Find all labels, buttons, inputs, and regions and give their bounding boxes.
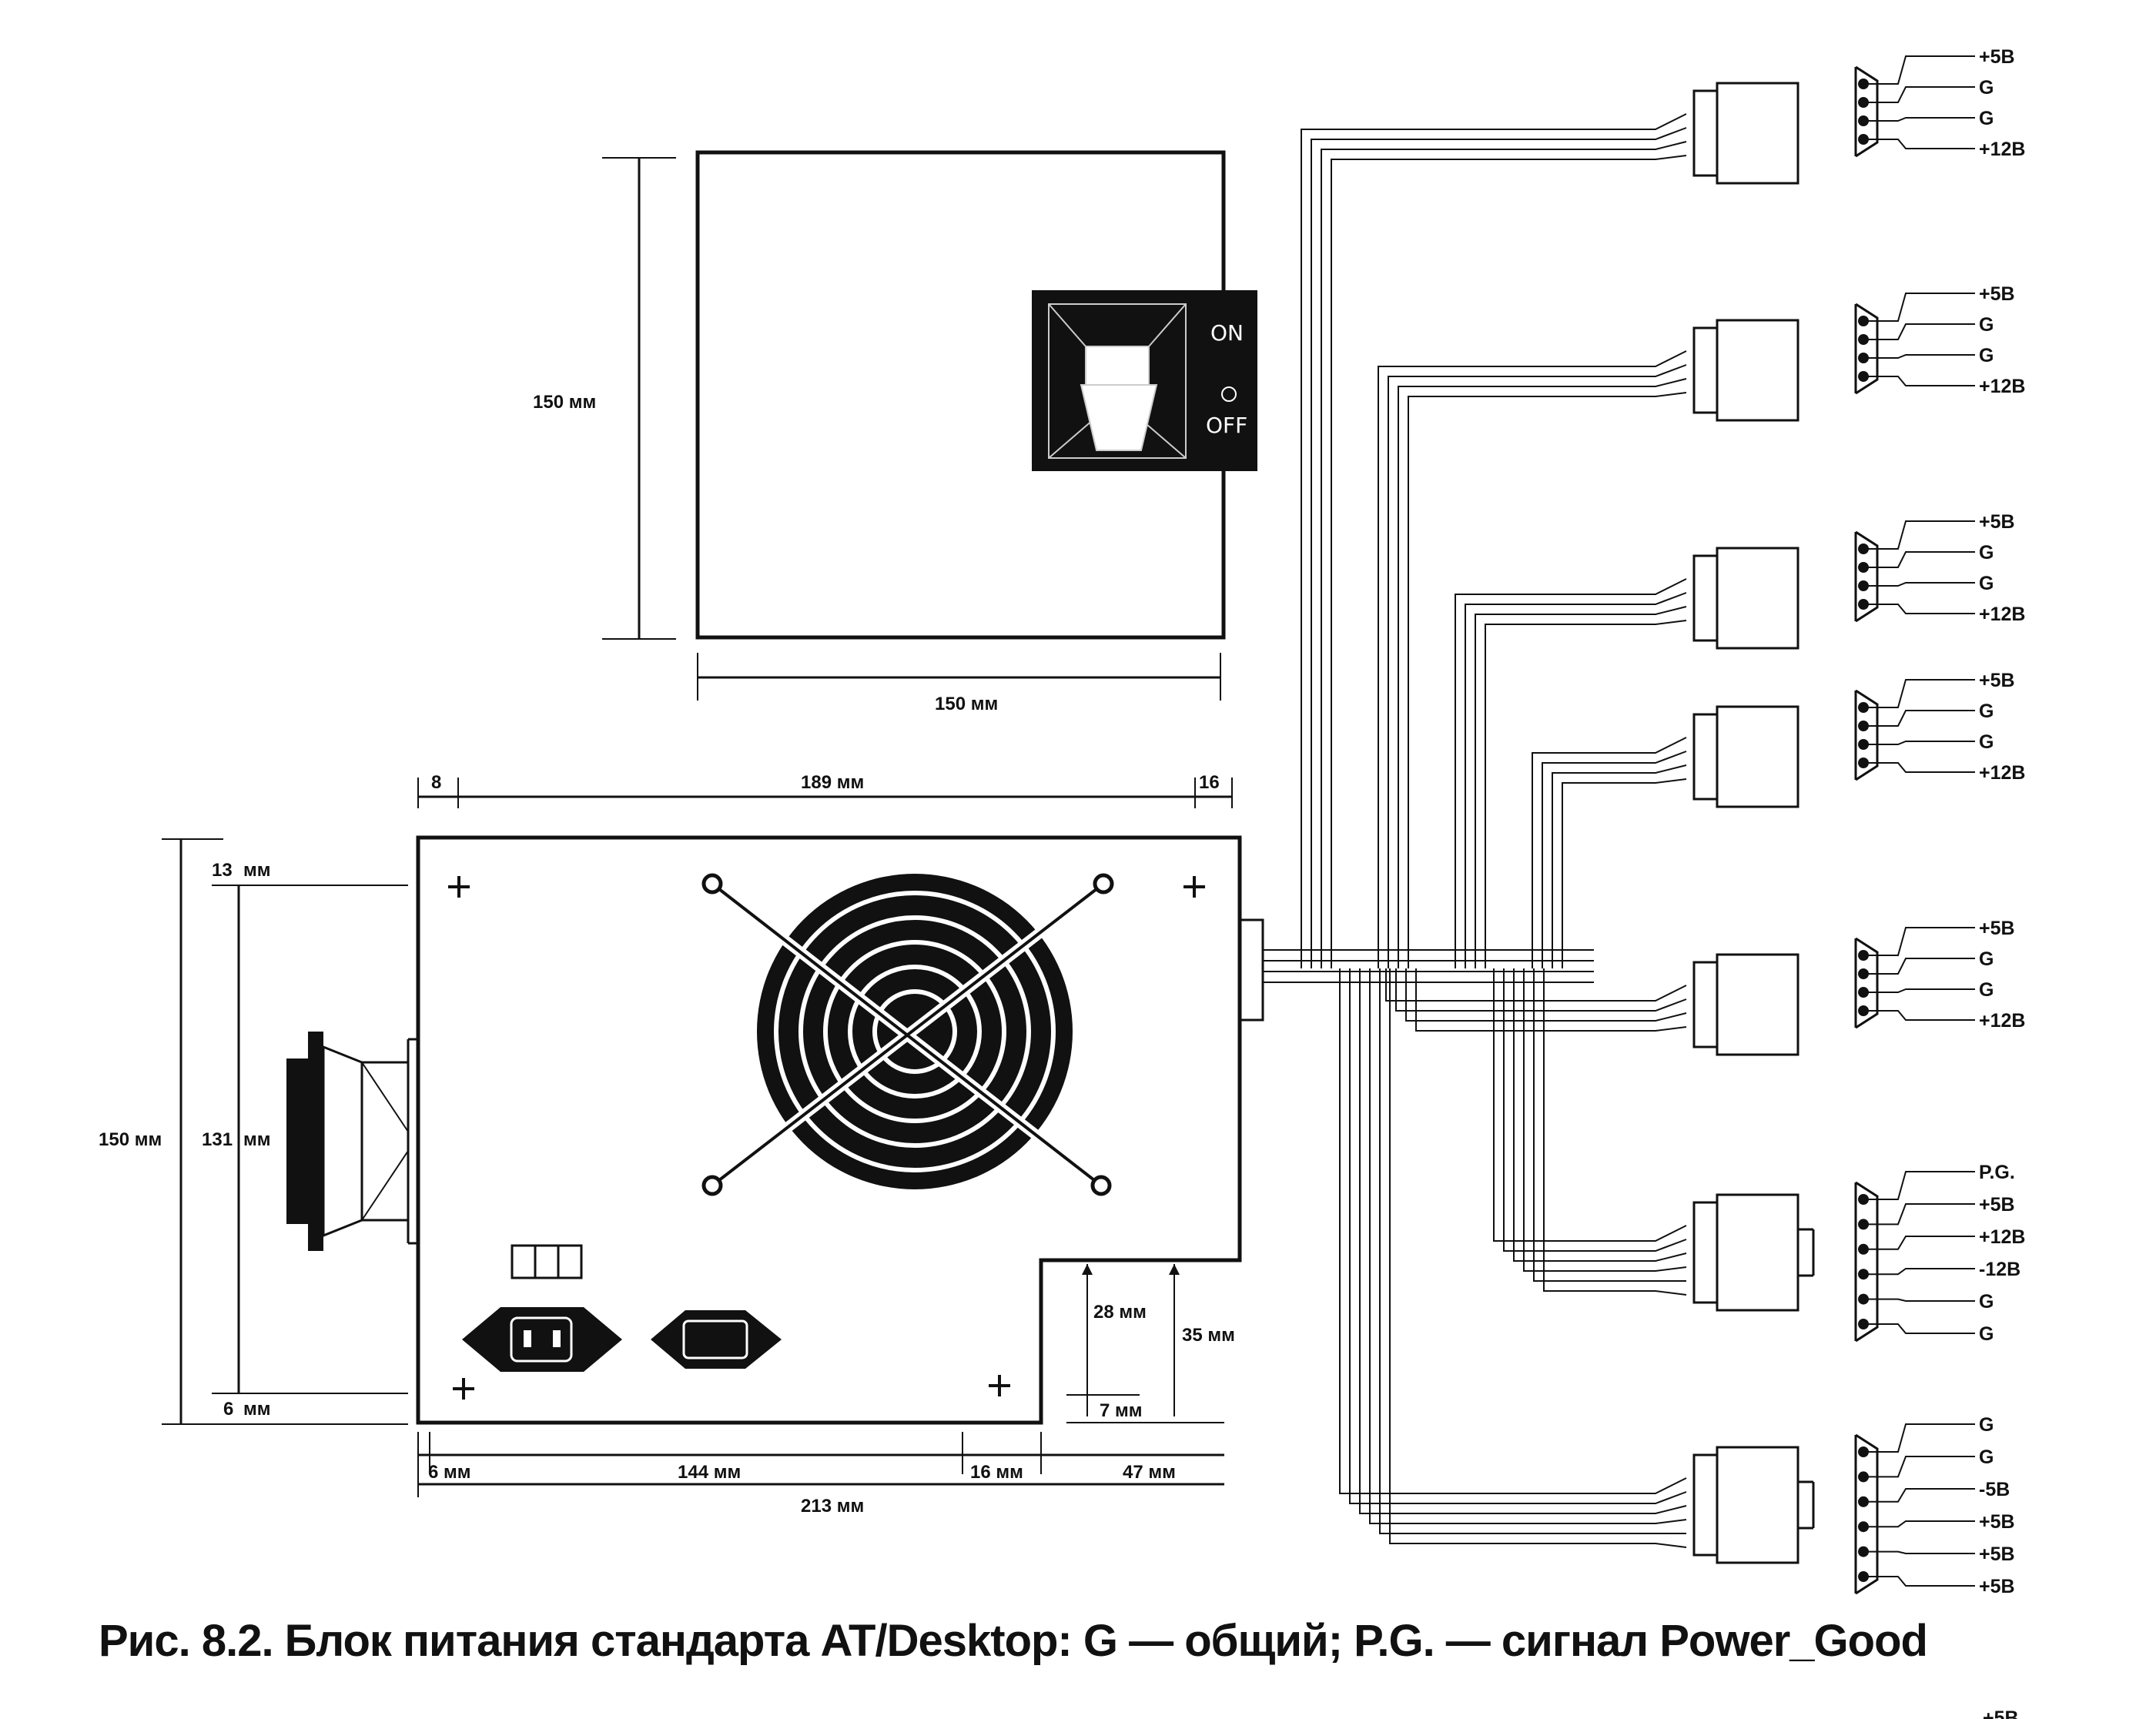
pin-label: +5В xyxy=(1979,283,2015,305)
switch-on-label: ON xyxy=(1210,320,1244,346)
pin-label: G xyxy=(1979,77,1994,99)
power-switch xyxy=(1032,290,1257,471)
top-view xyxy=(602,150,1257,701)
fan-grille xyxy=(701,873,1114,1196)
pin-label: G xyxy=(1979,979,1994,1001)
dim-top-right: 16 xyxy=(1199,772,1220,793)
connector-4: +5В GG +12В xyxy=(1692,670,2025,808)
dim-top-margin: 13 xyxy=(212,860,233,881)
dim-bottom-margin: 6 xyxy=(223,1399,233,1420)
pin-label: -5В xyxy=(1979,1479,2010,1500)
pin-label: G xyxy=(1979,573,1994,594)
dim-inner-height-unit: мм xyxy=(243,1129,271,1150)
connector-1: +5В GG +12В xyxy=(1692,46,2025,185)
pin-label: G xyxy=(1979,542,1994,564)
dim-bottom-213: 213 мм xyxy=(801,1496,864,1517)
pin-label: +5В xyxy=(1979,1511,2015,1533)
switch-off-label: OFF xyxy=(1206,413,1247,438)
dim-inner-height: 131 xyxy=(202,1129,233,1150)
connector-6: P.G. +5В +12В -12В GG xyxy=(1692,1162,2025,1345)
dim-step-7: 7 мм xyxy=(1100,1400,1143,1421)
pin-label: +12В xyxy=(1979,1010,2025,1032)
pin-label: G xyxy=(1979,314,1994,336)
dim-top-mid: 189 мм xyxy=(801,772,864,793)
cable-harness xyxy=(1263,113,1687,1548)
connector-3: +5В GG +12В xyxy=(1692,511,2025,650)
dim-bottom-47: 47 мм xyxy=(1123,1462,1176,1483)
connector-5: +5В GG +12В xyxy=(1692,918,2025,1056)
pin-label: G xyxy=(1979,948,1994,970)
pin-label: G xyxy=(1979,345,1994,366)
figure-caption: Рис. 8.2. Блок питания стандарта AT/Desk… xyxy=(99,1616,1928,1666)
pin-label: +12В xyxy=(1979,604,2025,625)
dim-top-left: 8 xyxy=(431,772,441,793)
connectors: +5ВGG+12В+5ВGG+12В+5ВGG+12В+5ВGG+12В+5ВG… xyxy=(1692,46,2025,1597)
dim-top-margin-unit: мм xyxy=(243,860,271,881)
pin-label: P.G. xyxy=(1979,1162,2015,1183)
pin-label: +5В xyxy=(1979,1194,2015,1216)
pin-label: +12В xyxy=(1979,762,2025,784)
pin-label: +5В xyxy=(1979,670,2015,691)
pin-label: G xyxy=(1979,1414,1994,1436)
dim-step-35: 35 мм xyxy=(1182,1325,1235,1346)
dim-bottom-144: 144 мм xyxy=(678,1462,741,1483)
pin-label: +5В xyxy=(1979,1576,2015,1597)
pin-label: G xyxy=(1979,1323,1994,1345)
pin-label: G xyxy=(1979,731,1994,753)
top-view-height-label: 150 мм xyxy=(533,392,596,413)
pin-label: +5В xyxy=(1979,511,2015,533)
dim-bottom-6: 6 мм xyxy=(428,1462,471,1483)
pin-label: -12В xyxy=(1979,1259,2020,1280)
top-view-width-label: 150 мм xyxy=(935,694,998,714)
pin-label: G xyxy=(1979,701,1994,722)
pin-label: +5В xyxy=(1979,46,2015,68)
connector-7: GG -5В +5В +5В +5В xyxy=(1692,1414,2015,1597)
pin-label: G xyxy=(1979,1291,1994,1313)
pin-label: +12В xyxy=(1979,1226,2025,1248)
dim-bottom-16: 16 мм xyxy=(970,1462,1023,1483)
front-view-housing xyxy=(416,835,1242,1425)
pin-label: +5В xyxy=(1979,918,2015,939)
power-inlet xyxy=(462,1307,622,1372)
dim-step-28: 28 мм xyxy=(1093,1302,1147,1323)
connector-2: +5В GG +12В xyxy=(1692,283,2025,422)
dim-overall-height: 150 мм xyxy=(99,1129,162,1150)
pin-label: G xyxy=(1979,1446,1994,1468)
pin-label: +5В xyxy=(1979,1543,2015,1565)
dim-bottom-margin-unit: мм xyxy=(243,1399,271,1420)
bottom-fragment-label: +5В xyxy=(1983,1707,2019,1719)
front-view xyxy=(162,778,1264,1497)
pin-label: G xyxy=(1979,108,1994,129)
pin-label: +12В xyxy=(1979,376,2025,397)
power-outlet xyxy=(651,1310,782,1369)
pin-label: +12В xyxy=(1979,139,2025,160)
